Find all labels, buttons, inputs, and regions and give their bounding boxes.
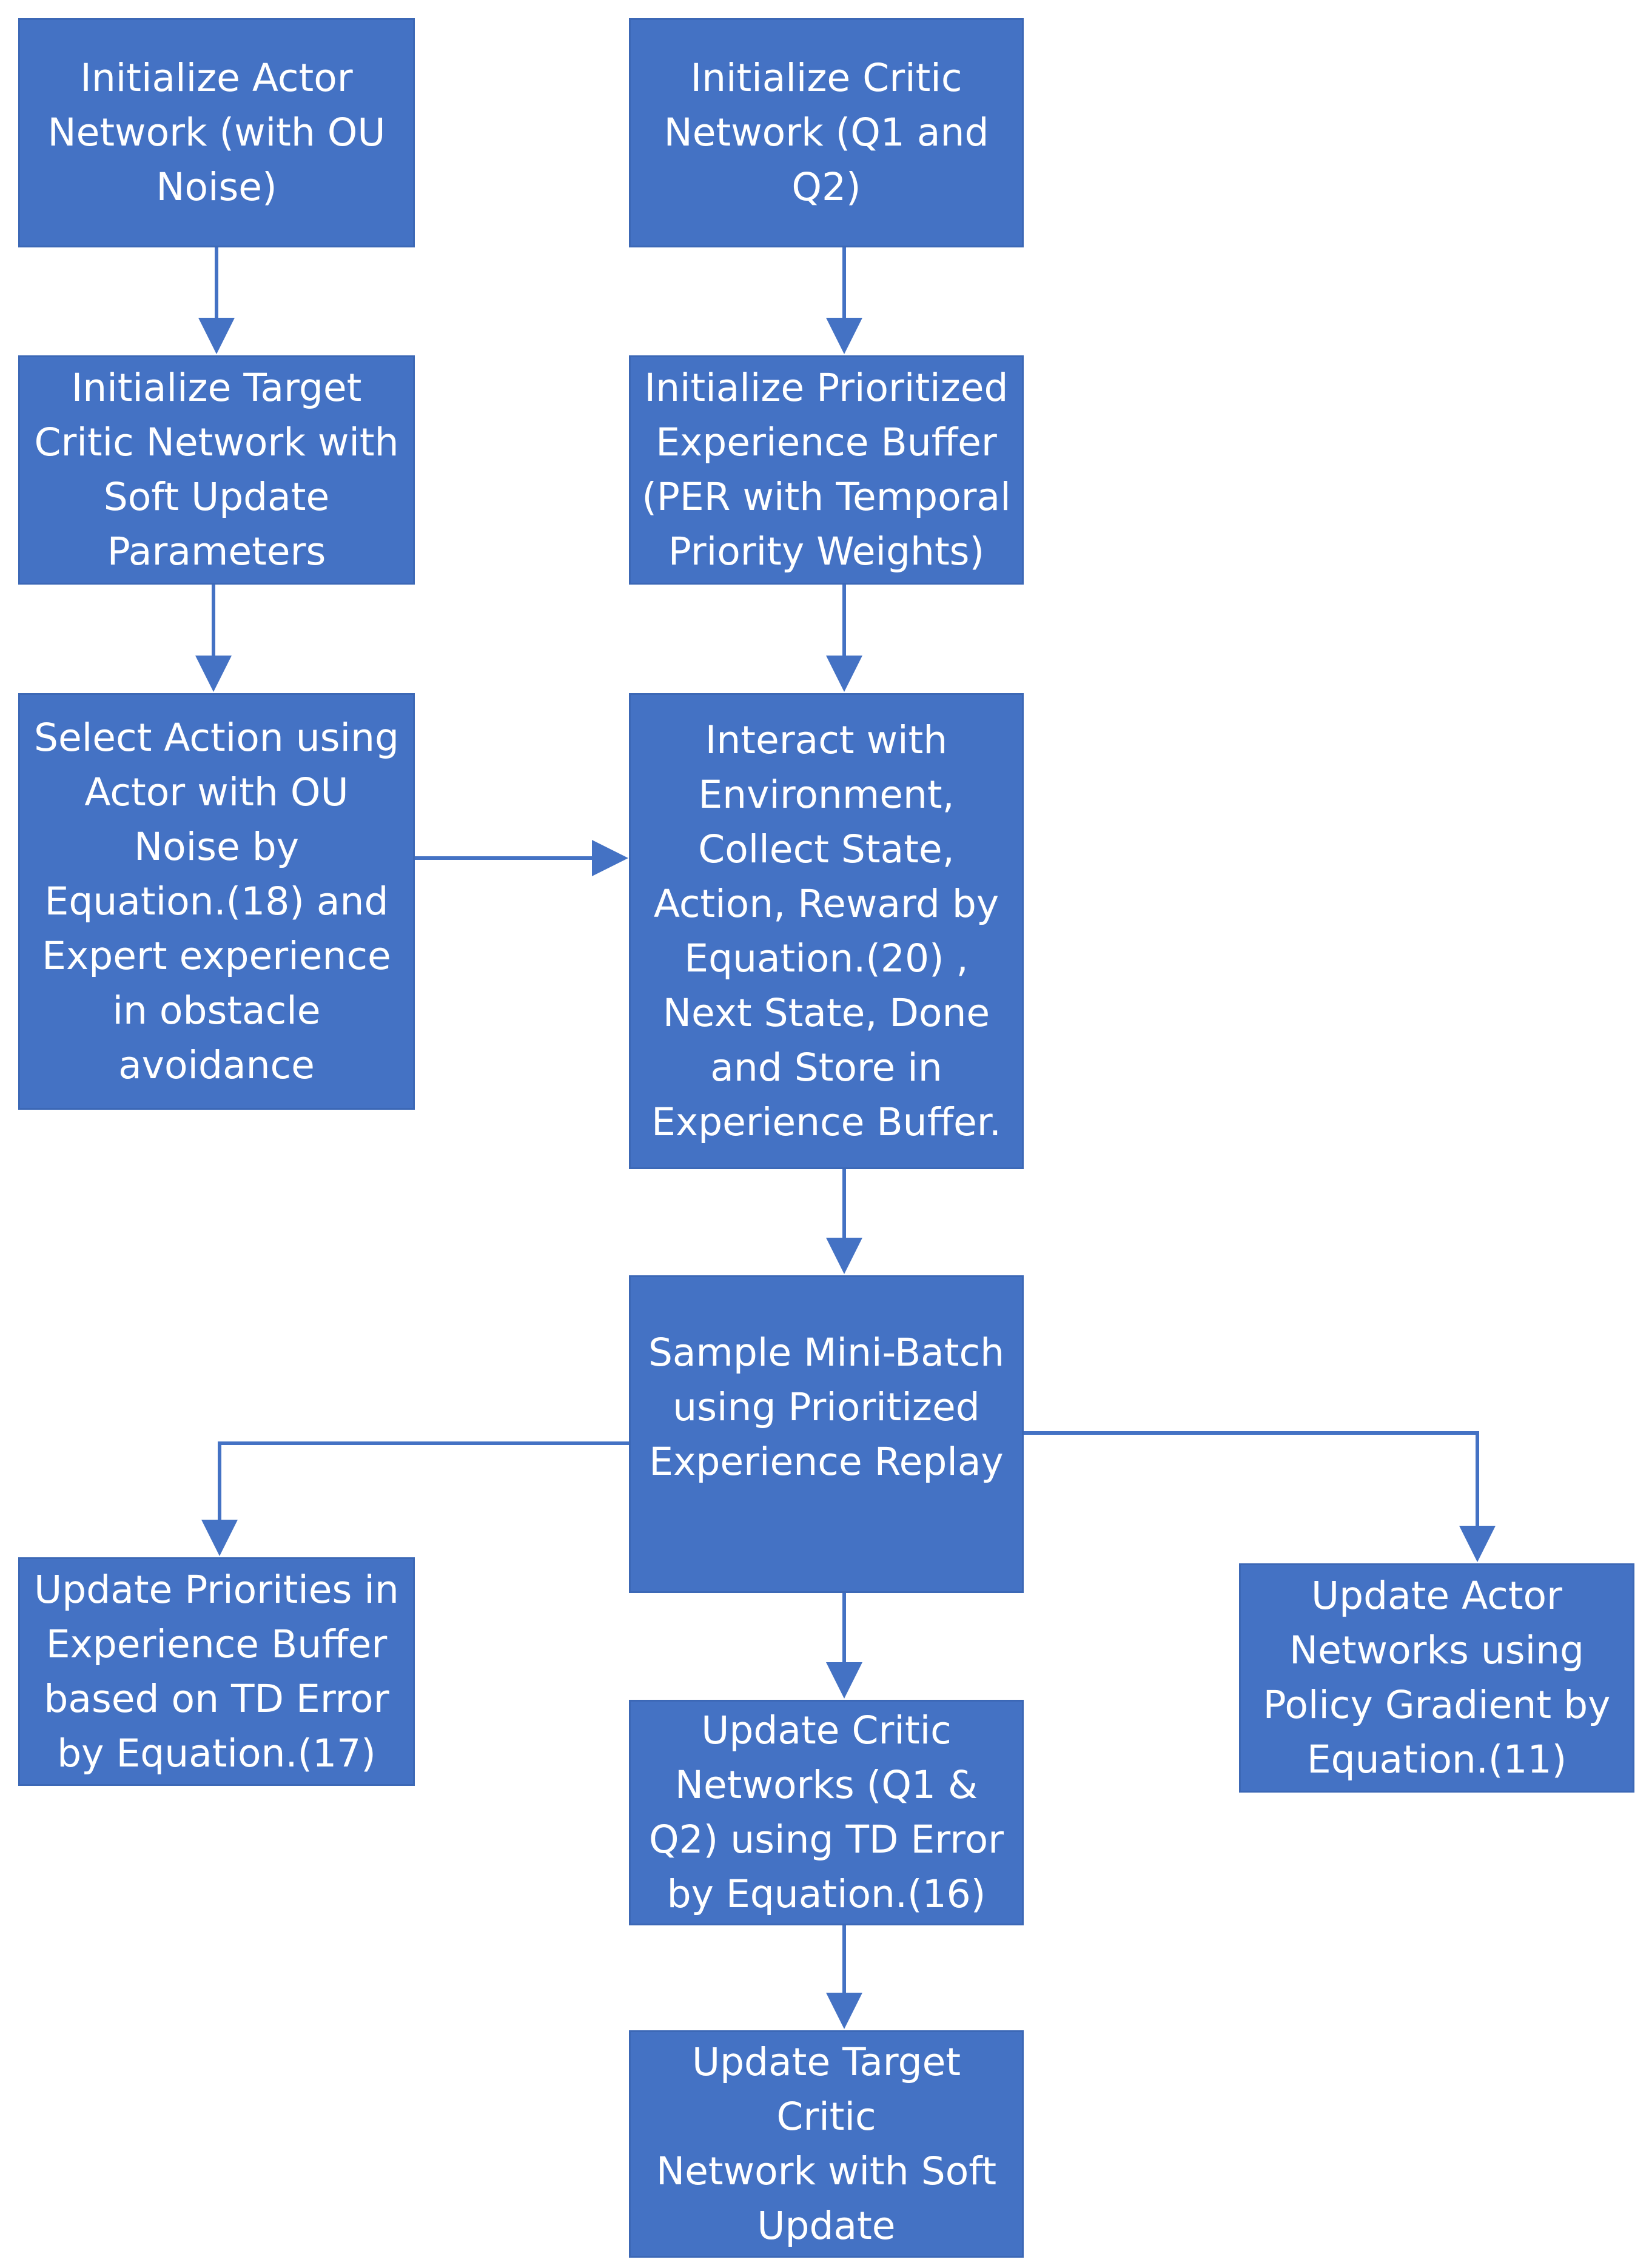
- arrow-sample-to-update-priorities: [201, 1441, 629, 1556]
- init-per-node: Initialize Prioritized Experience Buffer…: [629, 355, 1024, 585]
- init-target-critic-node: Initialize Target Critic Network with So…: [18, 355, 415, 585]
- arrow-sample-to-update-actor: [1024, 1431, 1496, 1562]
- update-priorities-node: Update Priorities in Experience Buffer b…: [18, 1557, 415, 1786]
- interact-env-node: Interact with Environment, Collect State…: [629, 693, 1024, 1169]
- update-target-node: Update Target Critic Network with Soft U…: [629, 2030, 1024, 2258]
- update-critic-node: Update Critic Networks (Q1 & Q2) using T…: [629, 1700, 1024, 1925]
- init-critic-node: Initialize Critic Network (Q1 and Q2): [629, 18, 1024, 247]
- update-actor-node: Update Actor Networks using Policy Gradi…: [1239, 1563, 1634, 1793]
- init-actor-node: Initialize Actor Network (with OU Noise): [18, 18, 415, 247]
- sample-batch-node: Sample Mini-Batch using Prioritized Expe…: [629, 1275, 1024, 1593]
- select-action-node: Select Action using Actor with OU Noise …: [18, 693, 415, 1110]
